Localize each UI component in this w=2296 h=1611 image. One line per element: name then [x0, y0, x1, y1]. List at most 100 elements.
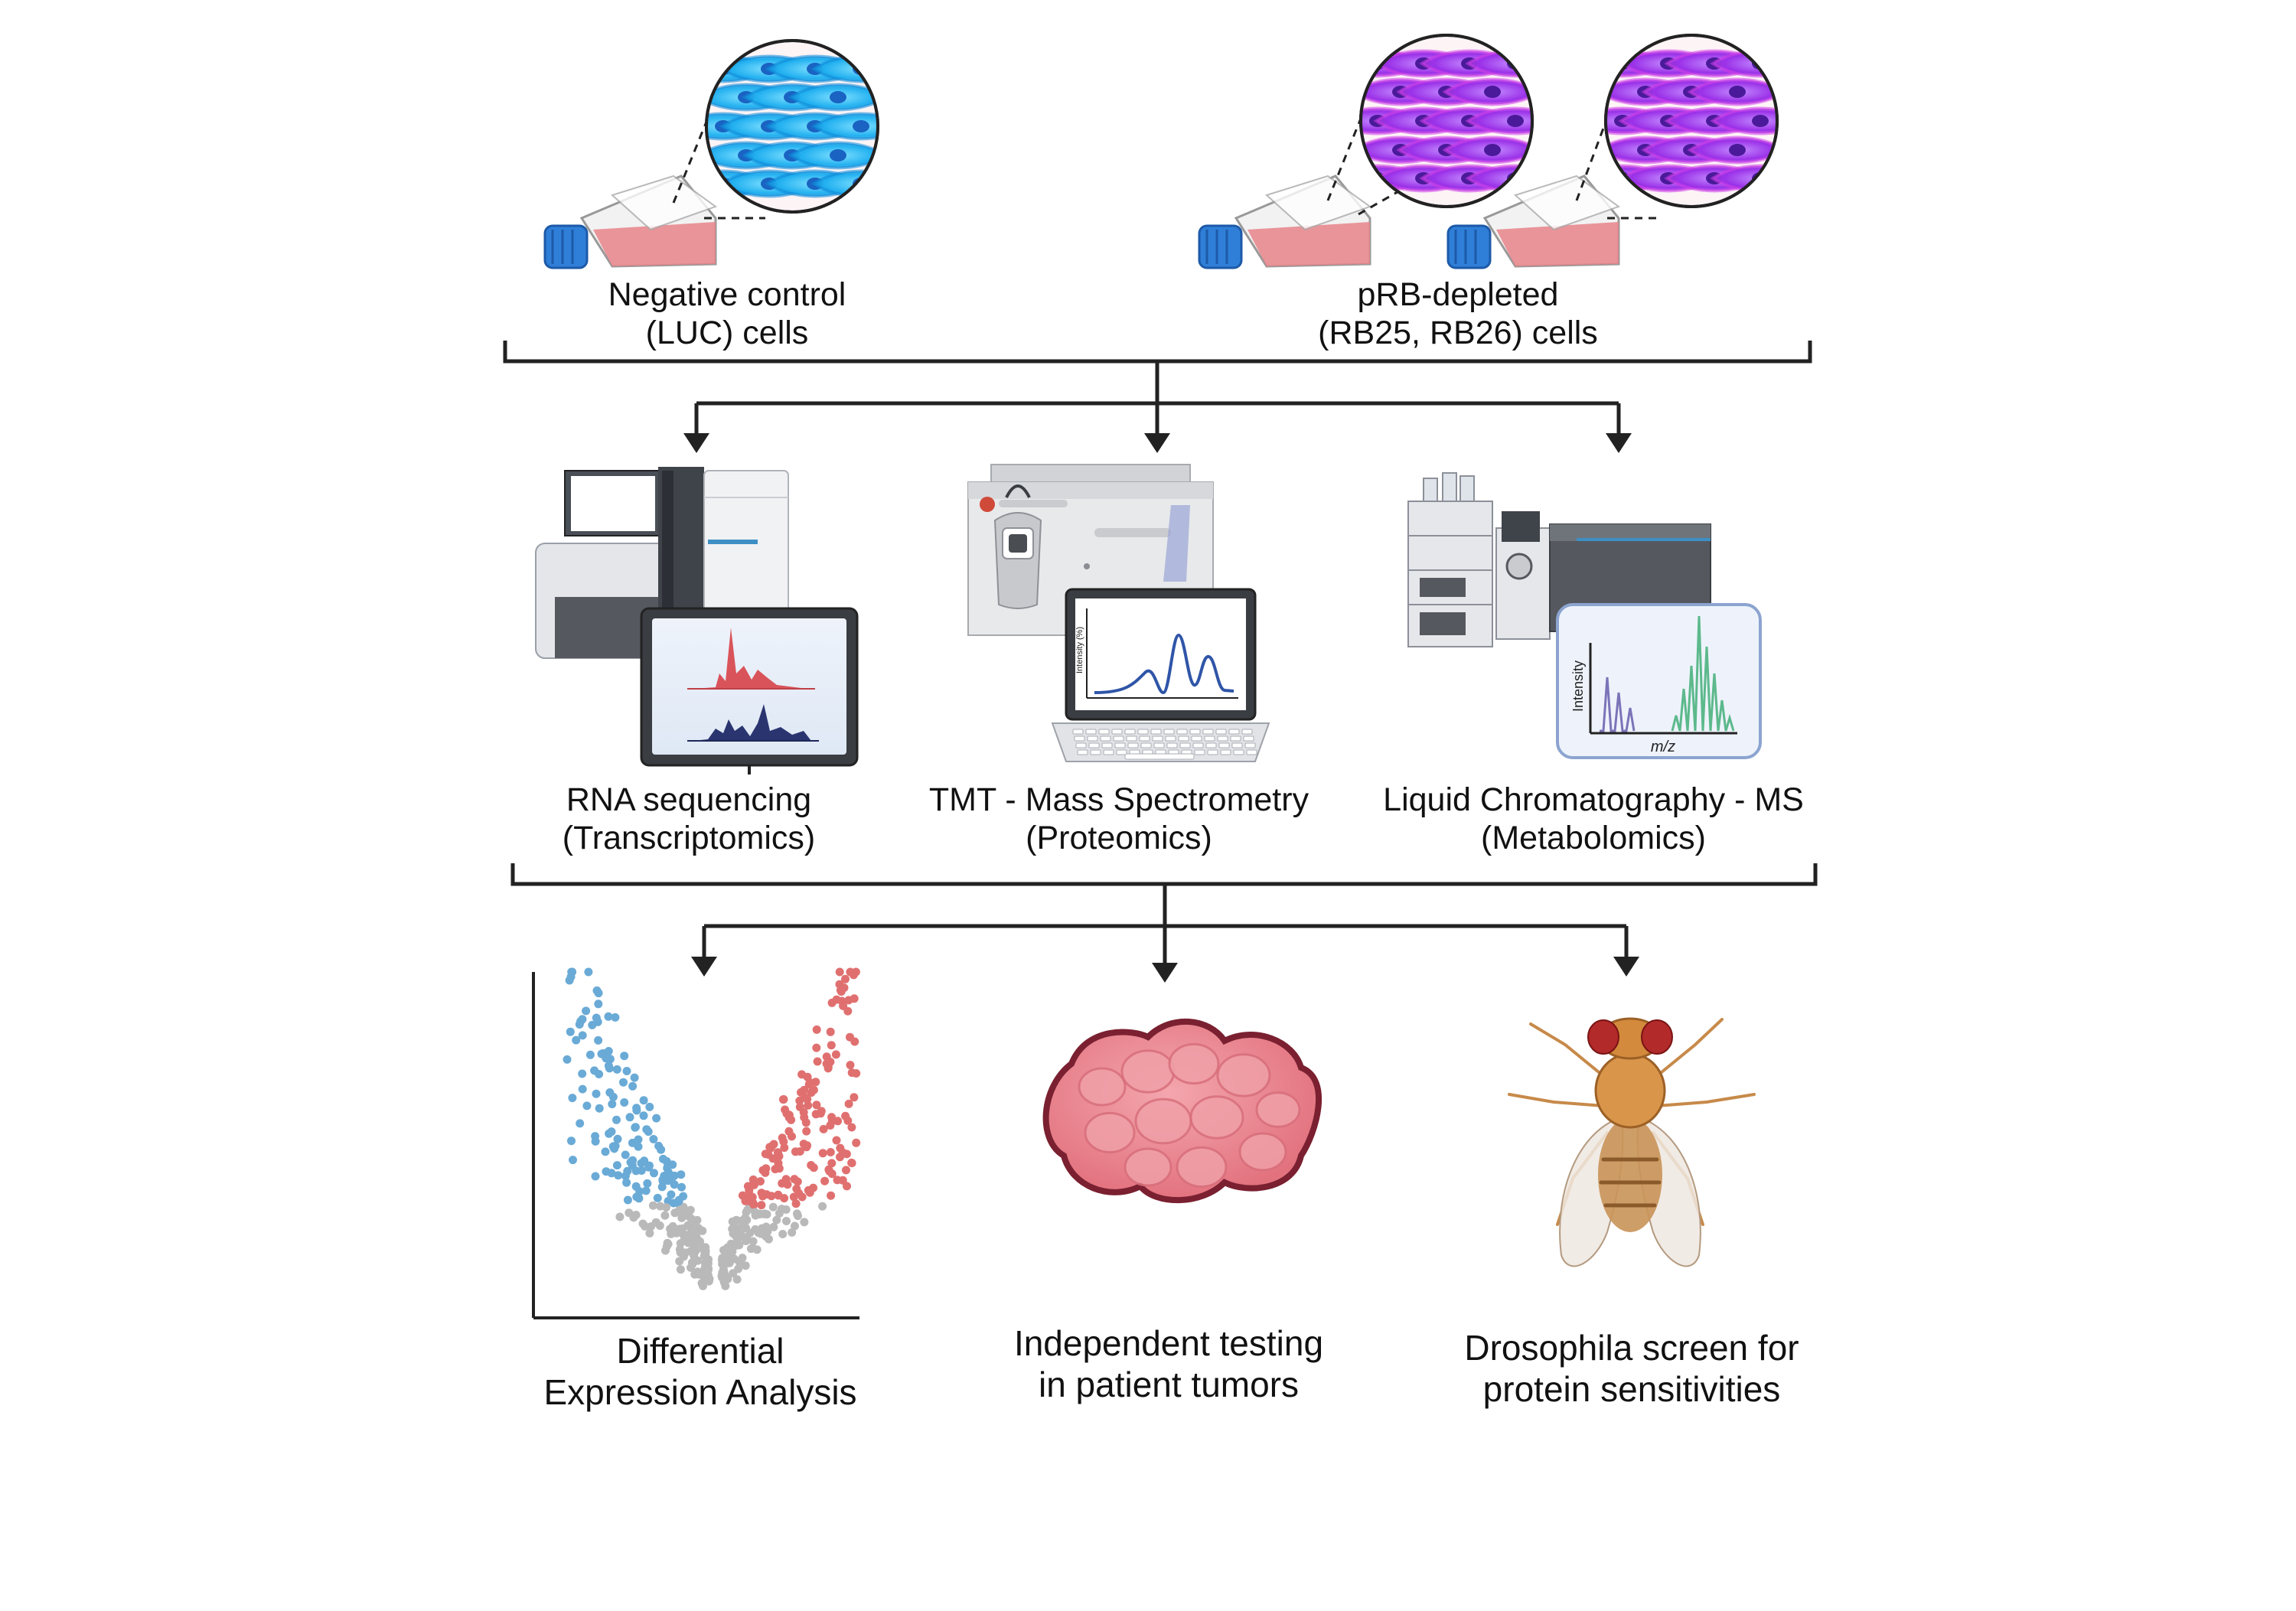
- volcano-point: [794, 1189, 804, 1198]
- negative-control-cells-circle: [705, 39, 879, 214]
- volcano-point: [640, 1156, 649, 1166]
- tumor-lobe: [1134, 1097, 1192, 1145]
- volcano-point: [803, 1141, 812, 1150]
- volcano-point: [804, 1080, 814, 1089]
- volcano-point: [778, 1095, 788, 1104]
- cell-nucleus: [1484, 86, 1501, 98]
- arrowheads-row-1: [683, 433, 1632, 453]
- volcano-point: [738, 1254, 747, 1263]
- volcano-point: [820, 1176, 830, 1185]
- volcano-point: [690, 1240, 698, 1249]
- volcano-point: [632, 1106, 641, 1115]
- volcano-point: [782, 1109, 791, 1118]
- keyboard-key: [1153, 742, 1165, 748]
- volcano-point: [666, 1225, 675, 1234]
- volcano-point: [818, 1149, 827, 1158]
- volcano-point: [800, 1218, 809, 1227]
- volcano-point: [655, 1221, 664, 1230]
- keyboard-key: [1207, 749, 1218, 755]
- volcano-point: [741, 1196, 750, 1205]
- volcano-point: [639, 1096, 648, 1105]
- cell-nucleus: [830, 91, 846, 103]
- volcano-point: [623, 1195, 632, 1205]
- volcano-point: [622, 1178, 631, 1187]
- negative-control-zoom-lines: [672, 80, 765, 220]
- volcano-point: [620, 1052, 629, 1061]
- keyboard-key: [1090, 749, 1101, 755]
- rnaseq-label-line2: (Transcriptomics): [562, 820, 816, 856]
- cell-nucleus: [1729, 86, 1746, 98]
- volcano-point: [608, 1142, 618, 1151]
- volcano-point: [676, 1265, 685, 1274]
- keyboard-key: [1139, 735, 1150, 742]
- tumors-label-line1: Independent testing: [1013, 1323, 1324, 1363]
- keyboard-key: [1111, 729, 1123, 735]
- volcano-point: [585, 1050, 595, 1059]
- volcano-point: [653, 1193, 662, 1202]
- laptop-keyboard: [1072, 729, 1257, 760]
- volcano-point: [852, 1069, 861, 1078]
- volcano-point: [621, 1150, 630, 1159]
- volcano-point: [791, 1199, 801, 1208]
- volcano-point: [809, 1183, 818, 1192]
- volcano-point: [701, 1258, 709, 1267]
- volcano-point: [762, 1210, 771, 1219]
- volcano-point: [604, 1012, 613, 1021]
- tmt-plot-ylabel: Intensity (%): [1075, 627, 1084, 673]
- volcano-point: [818, 1202, 827, 1211]
- volcano-point: [568, 967, 577, 977]
- tumor-lobe: [1078, 1067, 1127, 1107]
- volcano-point: [700, 1270, 709, 1279]
- volcano-point: [765, 1143, 775, 1152]
- volcano-point: [737, 1222, 746, 1231]
- volcano-point: [788, 1228, 797, 1237]
- keyboard-key: [1204, 735, 1215, 742]
- volcano-point: [592, 1089, 601, 1098]
- volcano-point: [661, 1171, 670, 1180]
- volcano-point: [608, 1100, 617, 1109]
- volcano-point: [795, 1096, 804, 1105]
- lcms-label: Liquid Chromatography - MS (Metabolomics…: [1383, 781, 1804, 857]
- volcano-point: [639, 1111, 648, 1120]
- volcano-point: [784, 1127, 794, 1136]
- keyboard-key: [1150, 729, 1162, 735]
- volcano-point: [663, 1238, 672, 1247]
- keyboard-key: [1140, 742, 1152, 748]
- rb-depleted-label-line2: (RB25, RB26) cells: [1318, 315, 1598, 351]
- volcano-point: [833, 1176, 842, 1185]
- volcano-point: [748, 1237, 758, 1246]
- volcano-point: [780, 1143, 789, 1153]
- cell-nucleus: [1484, 144, 1501, 156]
- volcano-point: [767, 1192, 776, 1201]
- volcano-point: [852, 1138, 861, 1147]
- volcano-point: [851, 967, 860, 977]
- rnaseq-label: RNA sequencing (Transcriptomics): [563, 781, 815, 857]
- volcano-point: [722, 1272, 731, 1281]
- volcano-point: [582, 1101, 592, 1110]
- tmt-label-line1: TMT - Mass Spectrometry: [928, 781, 1309, 818]
- keyboard-key: [1166, 742, 1178, 748]
- volcano-point: [595, 1070, 604, 1078]
- cell-nucleus: [853, 120, 869, 132]
- volcano-point: [662, 1203, 670, 1212]
- volcano-point: [578, 1084, 587, 1094]
- volcano-point: [827, 1113, 837, 1122]
- volcano-point: [774, 1191, 783, 1200]
- volcano-point: [827, 1159, 837, 1168]
- tumor-lobes: [1078, 1042, 1301, 1189]
- lc-ms-spectrum-panel: Intensity m/z: [1556, 603, 1762, 759]
- volcano-point: [605, 1064, 614, 1073]
- cell-nucleus: [830, 149, 846, 161]
- keyboard-key: [1077, 749, 1088, 755]
- volcano-point: [687, 1247, 696, 1256]
- keyboard-key: [1191, 735, 1202, 742]
- fly-left-eye: [1587, 1019, 1619, 1055]
- volcano-point: [657, 1145, 666, 1154]
- volcano-point: [822, 1059, 831, 1068]
- volcano-point: [802, 1127, 811, 1136]
- volcano-point: [742, 1237, 751, 1245]
- volcano-point: [832, 995, 841, 1004]
- keyboard-key: [1088, 742, 1100, 748]
- volcano-point: [675, 1205, 684, 1215]
- volcano-point: [626, 1158, 635, 1167]
